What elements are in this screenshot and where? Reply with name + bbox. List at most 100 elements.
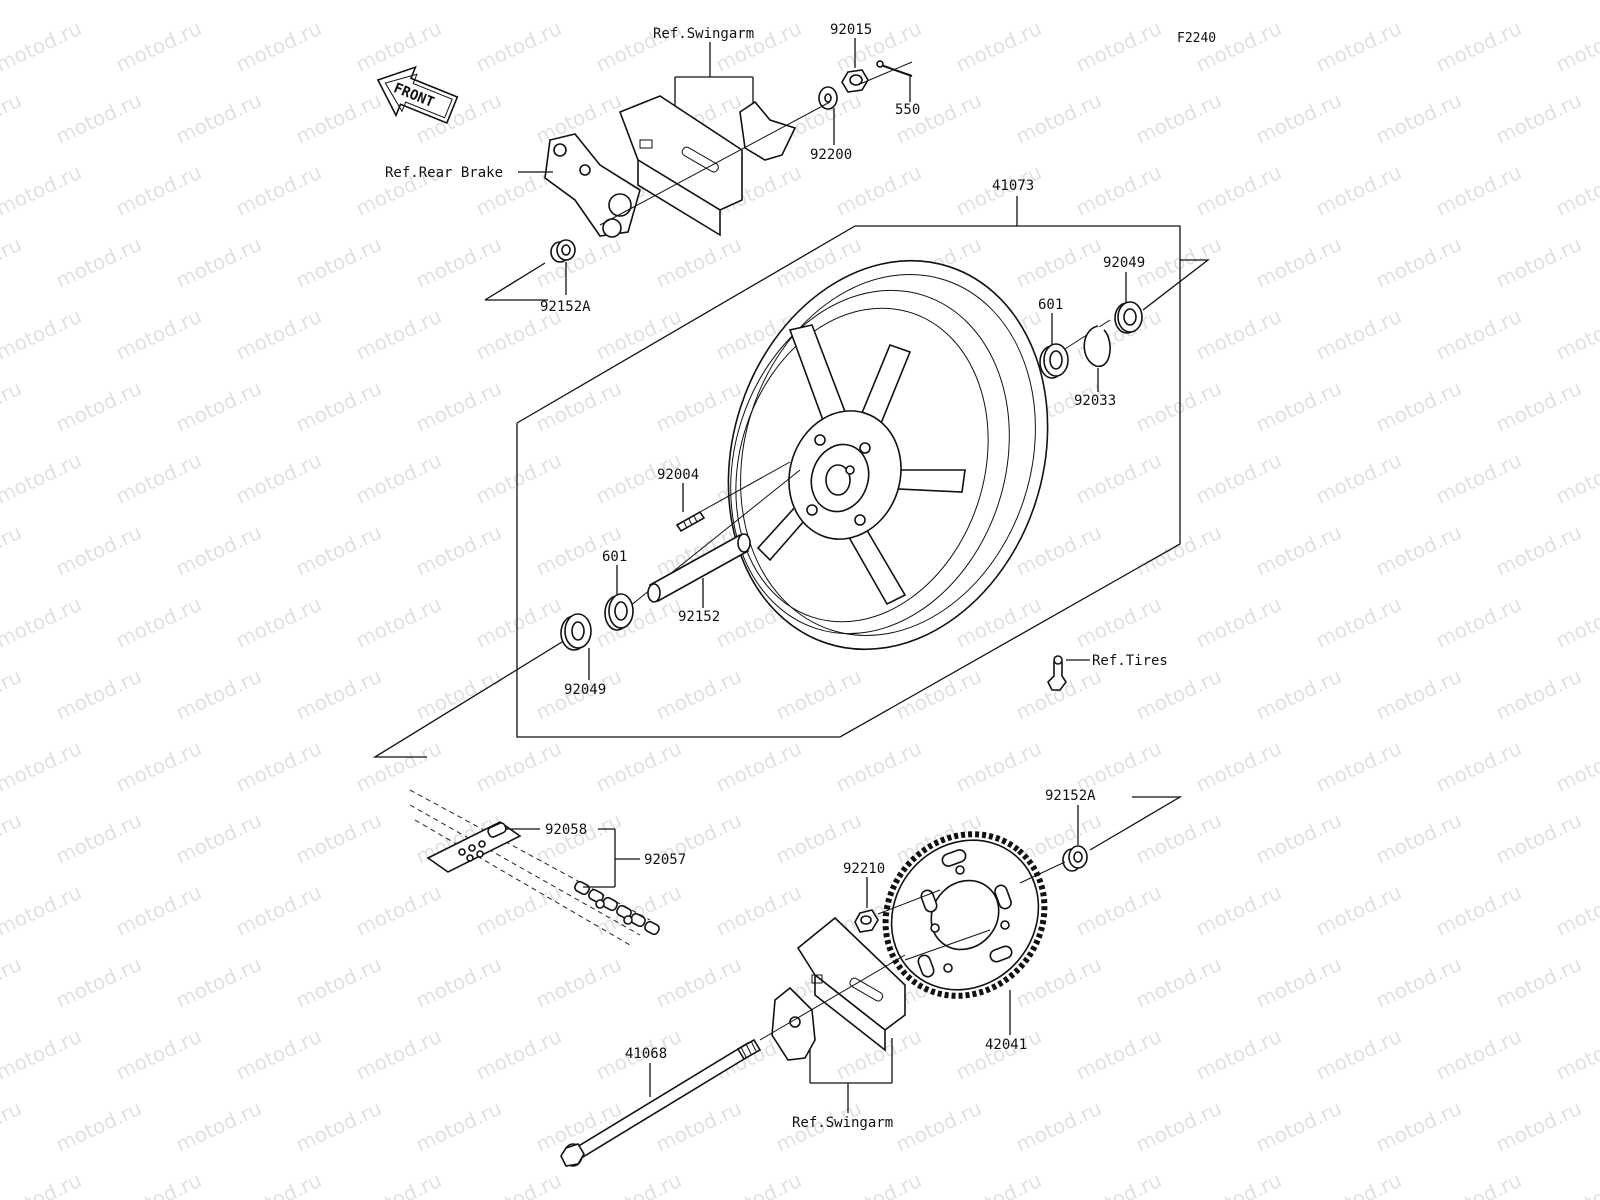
watermark-text: motod.ru (172, 1096, 265, 1157)
watermark-text: motod.ru (0, 0, 25, 5)
watermark-text: motod.ru (952, 1024, 1045, 1085)
watermark-text: motod.ru (1432, 592, 1525, 653)
watermark-text: motod.ru (232, 736, 325, 797)
swingarm-end-bottom (771, 916, 906, 1061)
watermark-text: motod.ru (0, 1168, 85, 1200)
washer-92200 (818, 86, 838, 110)
watermark-text: motod.ru (592, 592, 685, 653)
watermark-text: motod.ru (0, 16, 85, 77)
watermark-text: motod.ru (0, 448, 85, 509)
watermark-text: motod.ru (412, 520, 505, 581)
watermark-text: motod.ru (832, 160, 925, 221)
watermark-text: motod.ru (0, 1024, 85, 1085)
watermark-text: motod.ru (1492, 1096, 1585, 1157)
watermark-text: motod.ru (52, 88, 145, 149)
watermark-text: motod.ru (472, 16, 565, 77)
watermark-text: motod.ru (1252, 664, 1345, 725)
watermark-text: motod.ru (172, 376, 265, 437)
rear-wheel (727, 259, 1049, 651)
label-92004: 92004 (657, 467, 699, 483)
watermark-text: motod.ru (712, 1168, 805, 1200)
collar-92152A-bottom (1062, 845, 1088, 872)
watermark-text: motod.ru (1192, 592, 1285, 653)
watermark-text: motod.ru (1072, 1024, 1165, 1085)
watermark-text: motod.ru (472, 1024, 565, 1085)
watermark-text: motod.ru (1132, 376, 1225, 437)
watermark-text: motod.ru (1492, 232, 1585, 293)
watermark-text: motod.ru (352, 448, 445, 509)
pin-92004 (675, 510, 706, 533)
watermark-text: motod.ru (1072, 1168, 1165, 1200)
watermark-text: motod.ru (0, 304, 85, 365)
figure-code: F2240 (1177, 31, 1216, 46)
watermark-text: motod.ru (352, 880, 445, 941)
watermark-text: motod.ru (172, 520, 265, 581)
watermark-text: motod.ru (1312, 16, 1405, 77)
watermark-text: motod.ru (0, 592, 85, 653)
watermark-text: motod.ru (1132, 88, 1225, 149)
circlip-92033 (1083, 325, 1111, 367)
rear-sprocket-42041 (882, 831, 1048, 999)
watermark-text: motod.ru (892, 88, 985, 149)
watermark-text: motod.ru (1252, 1096, 1345, 1157)
watermark-text: motod.ru (1432, 448, 1525, 509)
watermark-text: motod.ru (1492, 808, 1585, 869)
watermark-text: motod.ru (0, 736, 85, 797)
label-ref-swingarm-bottom: Ref.Swingarm (792, 1115, 893, 1131)
watermark-text: motod.ru (472, 736, 565, 797)
watermark-text: motod.ru (352, 304, 445, 365)
label-92152: 92152 (678, 609, 720, 625)
watermark-text: motod.ru (1132, 0, 1225, 5)
watermark-text: motod.ru (1432, 880, 1525, 941)
watermark-text: motod.ru (1252, 520, 1345, 581)
label-92033: 92033 (1074, 393, 1116, 409)
watermark-text: motod.ru (1552, 16, 1600, 77)
watermark-text: motod.ru (1372, 952, 1465, 1013)
watermark-text: motod.ru (292, 664, 385, 725)
watermark-text: motod.ru (592, 736, 685, 797)
bearing-601-left (604, 593, 634, 631)
watermark-text: motod.ru (1192, 1168, 1285, 1200)
watermark-text: motod.ru (1012, 0, 1105, 5)
watermark-text: motod.ru (352, 16, 445, 77)
collar-92152A-top (550, 239, 576, 263)
bearing-601-right (1039, 343, 1069, 379)
watermark-text: motod.ru (1192, 160, 1285, 221)
watermark-text: motod.ru (1492, 376, 1585, 437)
label-92049-left: 92049 (564, 682, 606, 698)
watermark-text: motod.ru (1372, 808, 1465, 869)
watermark-text: motod.ru (592, 1168, 685, 1200)
watermark-text: motod.ru (592, 880, 685, 941)
label-ref-rear-brake: Ref.Rear Brake (385, 165, 503, 181)
label-41073: 41073 (992, 178, 1034, 194)
watermark-text: motod.ru (1012, 1096, 1105, 1157)
watermark-text: motod.ru (652, 0, 745, 5)
watermark-text: motod.ru (1492, 952, 1585, 1013)
watermark-text: motod.ru (1132, 952, 1225, 1013)
watermark-text: motod.ru (832, 1168, 925, 1200)
watermark-text: motod.ru (0, 808, 25, 869)
watermark-text: motod.ru (1192, 448, 1285, 509)
watermark-text: motod.ru (412, 232, 505, 293)
watermark-text: motod.ru (292, 0, 385, 5)
watermark-text: motod.ru (292, 1096, 385, 1157)
watermark-text: motod.ru (232, 304, 325, 365)
watermark-text: motod.ru (1252, 232, 1345, 293)
watermark-text: motod.ru (1552, 304, 1600, 365)
watermark-text: motod.ru (292, 232, 385, 293)
label-41068: 41068 (625, 1046, 667, 1062)
watermark-text: motod.ru (1372, 88, 1465, 149)
label-601-left: 601 (602, 549, 627, 565)
drive-chain (409, 789, 660, 946)
watermark-text: motod.ru (1072, 880, 1165, 941)
label-ref-tires: Ref.Tires (1092, 653, 1168, 669)
cotter-pin-550 (876, 60, 913, 77)
watermark-text: motod.ru (532, 232, 625, 293)
watermark-text: motod.ru (892, 1096, 985, 1157)
label-42041: 42041 (985, 1037, 1027, 1053)
watermark-text: motod.ru (1072, 592, 1165, 653)
bottom-swingarm-callout (809, 1038, 893, 1113)
watermark-text: motod.ru (1432, 304, 1525, 365)
chain-links (574, 880, 660, 936)
